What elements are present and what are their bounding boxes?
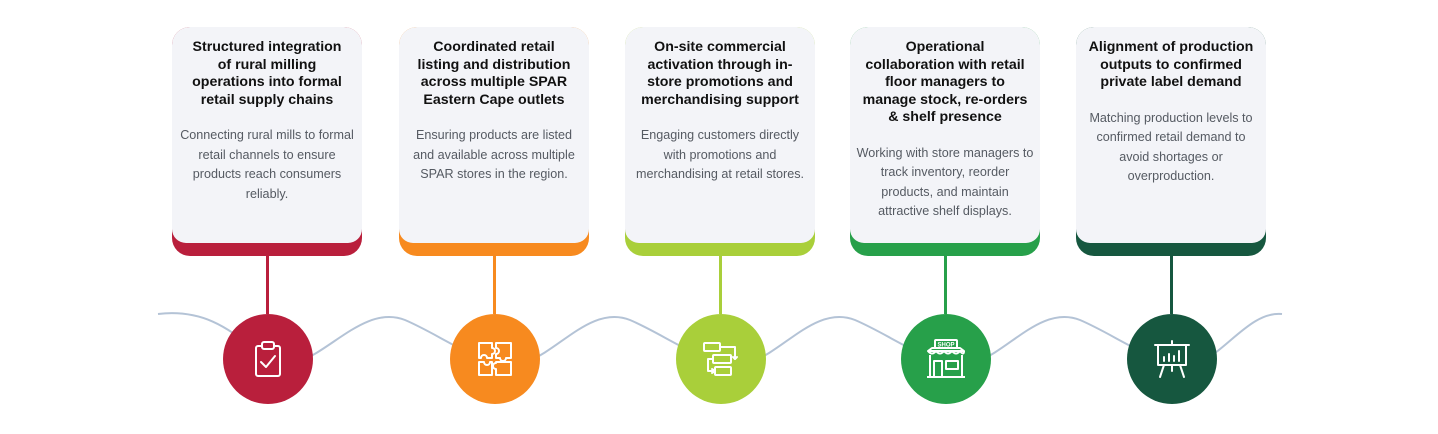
step-3-stem	[719, 256, 722, 314]
presentation-chart-icon	[1154, 340, 1190, 378]
step-1-title: Structured integration of rural milling …	[192, 39, 342, 108]
step-2-stem	[493, 256, 496, 314]
step-card-3: On-site commercial activation through in…	[625, 27, 815, 256]
step-card-2: Coordinated retail listing and distribut…	[399, 27, 589, 256]
step-card-1-body: Structured integration of rural milling …	[172, 27, 362, 243]
step-1-stem	[266, 256, 269, 314]
clipboard-check-icon	[255, 341, 281, 377]
step-card-2-body: Coordinated retail listing and distribut…	[399, 27, 589, 243]
step-3-description: Engaging customers directly with promoti…	[636, 128, 804, 181]
step-3-title: On-site commercial activation through in…	[641, 39, 799, 108]
step-5-circle	[1127, 314, 1217, 404]
step-4-title: Operational collaboration with retail fl…	[862, 39, 1028, 125]
shop-icon: SHOP	[927, 339, 965, 378]
step-card-1: Structured integration of rural milling …	[172, 27, 362, 256]
step-2-description: Ensuring products are listed and availab…	[413, 128, 575, 181]
step-2-circle	[450, 314, 540, 404]
step-card-4-body: Operational collaboration with retail fl…	[850, 27, 1040, 243]
step-5-stem	[1170, 256, 1173, 314]
step-1-description: Connecting rural mills to formal retail …	[180, 128, 354, 201]
step-4-stem	[944, 256, 947, 314]
step-card-3-body: On-site commercial activation through in…	[625, 27, 815, 243]
step-5-title: Alignment of production outputs to confi…	[1088, 39, 1254, 90]
step-card-5-body: Alignment of production outputs to confi…	[1076, 27, 1266, 243]
step-card-5: Alignment of production outputs to confi…	[1076, 27, 1266, 256]
step-1-circle	[223, 314, 313, 404]
step-4-circle: SHOP	[901, 314, 991, 404]
shop-sign-text: SHOP	[937, 343, 954, 349]
step-4-description: Working with store managers to track inv…	[856, 145, 1034, 219]
step-5-description: Matching production levels to confirmed …	[1089, 110, 1253, 184]
flow-process-icon	[703, 342, 738, 376]
step-card-4: Operational collaboration with retail fl…	[850, 27, 1040, 256]
puzzle-icon	[478, 342, 512, 376]
step-2-title: Coordinated retail listing and distribut…	[417, 39, 571, 108]
step-3-circle	[676, 314, 766, 404]
